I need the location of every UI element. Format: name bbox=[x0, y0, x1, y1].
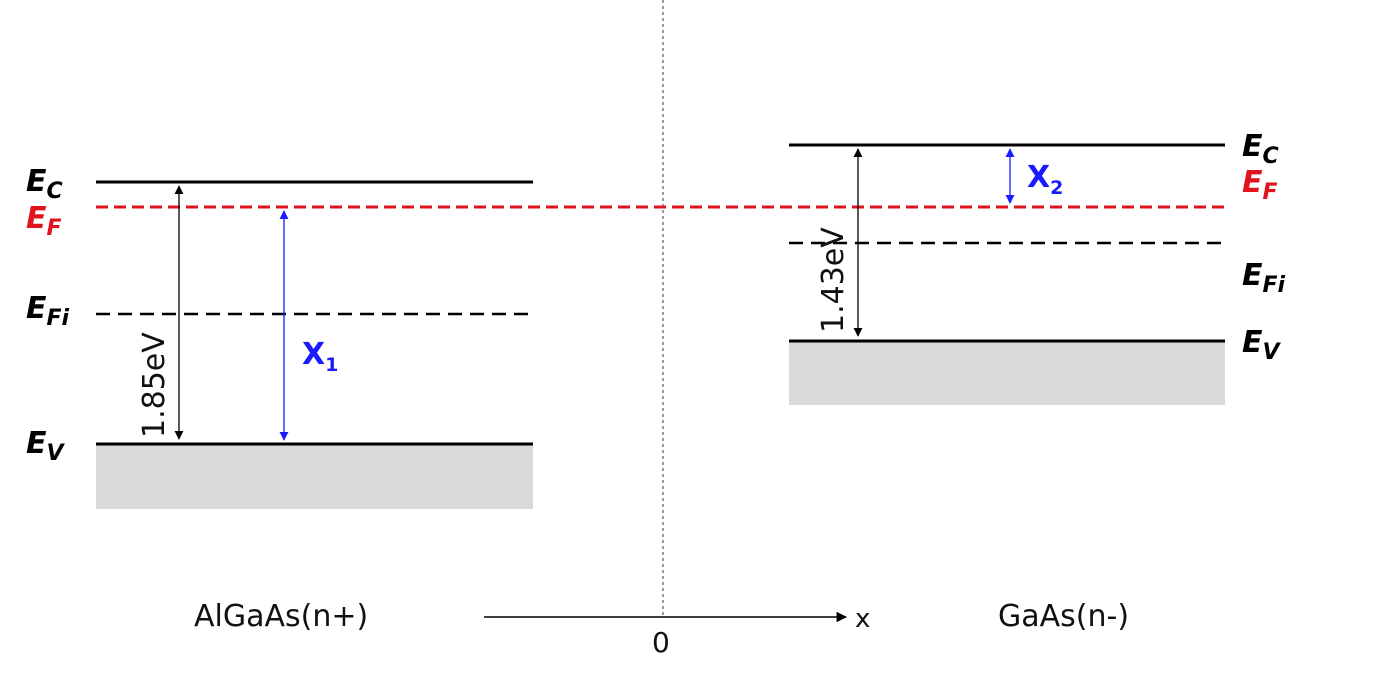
right-x2-label: X2 bbox=[1027, 160, 1063, 199]
right-gap-label: 1.43eV bbox=[816, 227, 851, 333]
right-ev-label: EV bbox=[1242, 325, 1282, 365]
left-ef-label: EF bbox=[26, 201, 62, 241]
left-ec-label: EC bbox=[26, 164, 63, 204]
left-valence-fill bbox=[96, 444, 533, 509]
right-valence-fill bbox=[789, 341, 1225, 405]
x-axis-label: x bbox=[855, 604, 870, 634]
right-material-label: GaAs(n-) bbox=[998, 599, 1129, 634]
right-efi-label: EFi bbox=[1242, 258, 1286, 298]
right-ef-label: EF bbox=[1242, 165, 1278, 205]
left-gap-label: 1.85eV bbox=[137, 332, 172, 438]
left-x1-label: X1 bbox=[302, 337, 338, 376]
right-ec-label: EC bbox=[1242, 129, 1279, 169]
left-ev-label: EV bbox=[26, 426, 66, 466]
left-material-label: AlGaAs(n+) bbox=[194, 599, 368, 634]
left-efi-label: EFi bbox=[26, 291, 70, 331]
x-axis-origin: 0 bbox=[652, 626, 670, 659]
